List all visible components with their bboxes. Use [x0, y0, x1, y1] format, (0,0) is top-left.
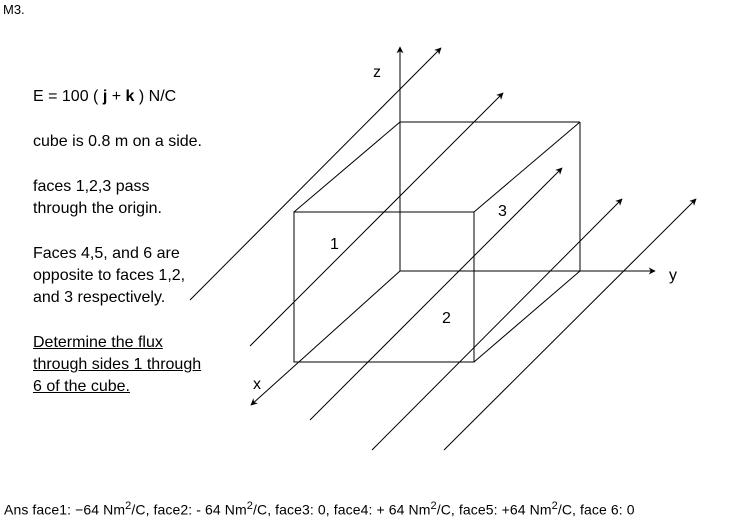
face-1-label: 1 — [330, 236, 339, 253]
field-line-3 — [309, 167, 563, 421]
cube-edge — [473, 270, 581, 363]
y-axis-label: y — [669, 267, 677, 284]
field-line-5 — [443, 198, 697, 451]
question: Determine the flux through sides 1 throu… — [33, 334, 202, 395]
problem-id: M3. — [3, 2, 25, 17]
field-line-4 — [371, 198, 623, 451]
x-axis — [250, 270, 401, 406]
problem-text: E = 100 ( j + k ) N/C cube is 0.8 m on a… — [33, 86, 203, 398]
face-2-label: 2 — [442, 310, 451, 327]
field-line-2 — [249, 92, 504, 347]
face-3-label: 3 — [498, 203, 507, 220]
cube-edge — [473, 121, 581, 213]
cube-front-face — [293, 211, 475, 363]
answer-line: Ans face1: −64 Nm2/C, face2: - 64 Nm2/C,… — [4, 500, 635, 518]
z-axis-label: z — [373, 64, 381, 81]
cube-edge — [293, 121, 401, 213]
x-axis-label: x — [253, 376, 261, 393]
field-line-1 — [189, 47, 442, 301]
cube-size-statement: cube is 0.8 m on a side. — [33, 133, 202, 150]
faces-origin-statement: faces 1,2,3 pass through the origin. — [33, 178, 162, 217]
field-equation: E = 100 ( j + k ) N/C — [33, 88, 177, 105]
opposite-faces-statement: Faces 4,5, and 6 are opposite to faces 1… — [33, 245, 186, 306]
